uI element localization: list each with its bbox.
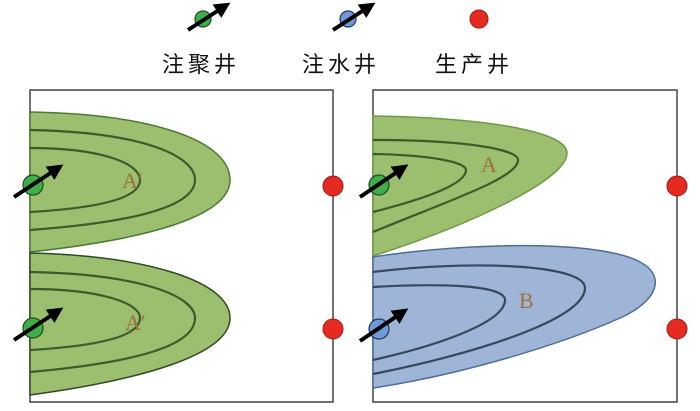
- producer-well: [322, 318, 344, 340]
- polymer-injector-well: [12, 307, 64, 342]
- zone-label-a-prime-bottom: A′: [125, 310, 146, 335]
- legend-polymer-injector-label: 注聚井: [162, 53, 240, 78]
- water-injector-well: [358, 308, 409, 343]
- left-bottom-polymer-zone: [29, 252, 231, 396]
- producer-well: [322, 175, 344, 197]
- legend-polymer-injector-icon: [186, 2, 231, 32]
- right-panel: A B: [358, 89, 688, 403]
- producer-well: [666, 318, 688, 340]
- polymer-injector-well: [12, 164, 64, 199]
- zone-label-a: A: [481, 152, 497, 177]
- right-polymer-zone-a: [372, 115, 568, 258]
- left-panel: A′ A′: [12, 89, 344, 403]
- legend-producer-label: 生产井: [435, 53, 513, 78]
- left-top-polymer-zone: [29, 111, 231, 253]
- right-water-zone-b: [372, 244, 657, 389]
- legend-water-injector-icon: [331, 2, 376, 32]
- zone-label-b: B: [519, 288, 534, 313]
- zone-label-a-prime-top: A′: [122, 168, 143, 193]
- legend-producer-icon: [469, 9, 489, 29]
- producer-well: [666, 175, 688, 197]
- legend-water-injector-label: 注水井: [302, 53, 380, 78]
- polymer-injector-well: [358, 164, 409, 199]
